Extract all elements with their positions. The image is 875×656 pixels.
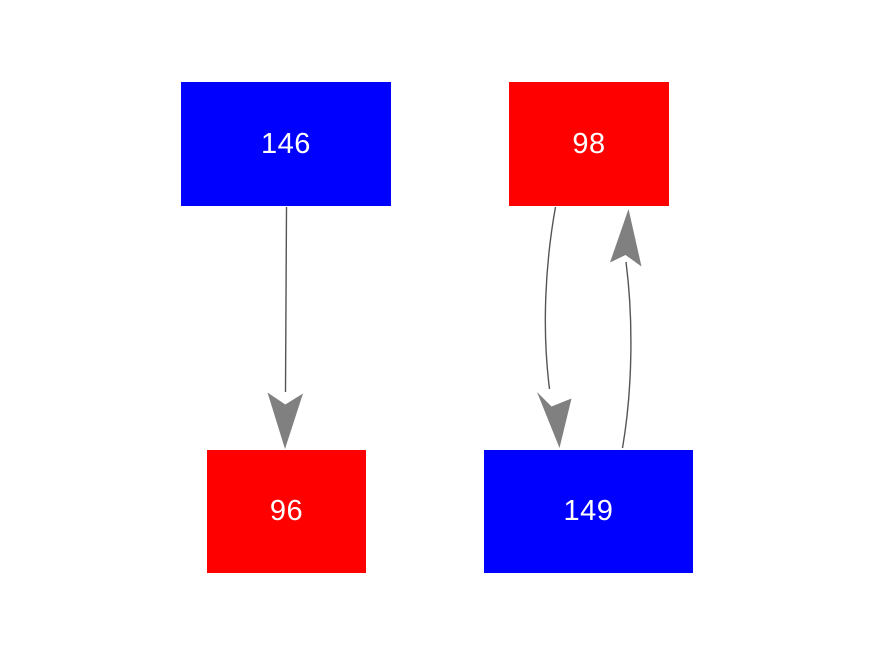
graph-node-146[interactable]: 146 <box>181 82 391 206</box>
node-label: 98 <box>572 127 606 160</box>
node-label: 149 <box>563 495 614 527</box>
graph-node-96[interactable]: 96 <box>207 450 366 573</box>
node-label: 146 <box>261 127 311 160</box>
edge-98-to-149 <box>537 206 572 448</box>
edge-149-to-98-line <box>621 261 632 449</box>
node-label: 96 <box>269 495 304 527</box>
edge-146-to-96-line <box>284 206 288 393</box>
edge-98-to-149-line <box>544 206 557 390</box>
edge-149-to-98-arrowhead <box>610 209 642 267</box>
edge-146-to-96-arrowhead <box>267 392 303 449</box>
edge-149-to-98 <box>610 209 642 449</box>
graph-node-149[interactable]: 149 <box>484 450 693 573</box>
edge-146-to-96 <box>267 206 303 449</box>
graph-node-98[interactable]: 98 <box>509 82 669 206</box>
edge-98-to-149-arrowhead <box>537 392 572 448</box>
